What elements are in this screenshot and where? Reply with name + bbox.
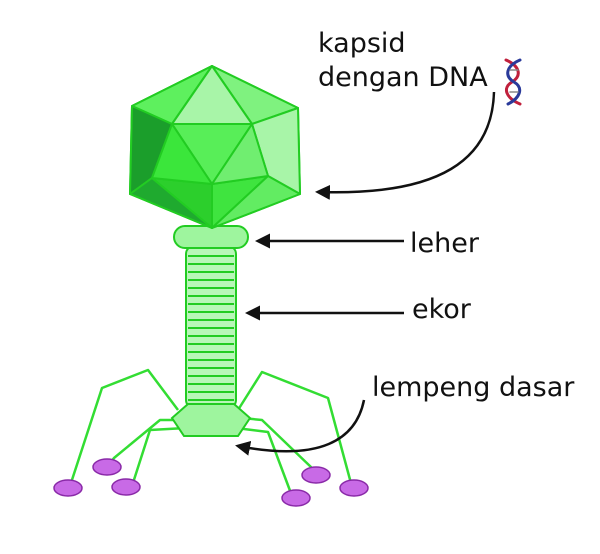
dna-helix-icon xyxy=(504,58,522,106)
tail-sheath xyxy=(185,245,237,409)
tail-fiber-3 xyxy=(130,426,187,487)
tail-fiber-5 xyxy=(241,416,313,469)
baseplate-label: lempeng dasar xyxy=(372,372,575,403)
fiber-foot-4 xyxy=(301,466,331,484)
fiber-foot-5 xyxy=(339,479,369,497)
tail-fiber-2 xyxy=(107,418,180,467)
fiber-foot-6 xyxy=(281,489,311,507)
fiber-foot-2 xyxy=(92,458,122,476)
tail-fiber-1 xyxy=(68,368,179,487)
baseplate-arrow xyxy=(235,399,366,456)
neck-label: leher xyxy=(410,228,479,259)
capsid-arrow xyxy=(315,91,496,200)
capsid-head xyxy=(129,65,301,229)
tail-fiber-6 xyxy=(235,426,294,497)
fiber-foot-3 xyxy=(111,478,141,496)
neck-collar xyxy=(173,225,249,249)
tail-fiber-4 xyxy=(236,370,354,488)
capsid-label: kapsid xyxy=(318,28,406,59)
fiber-feet xyxy=(53,458,369,507)
tail-label: ekor xyxy=(412,294,471,325)
capsid-dna-label: dengan DNA xyxy=(318,62,488,93)
fiber-foot-1 xyxy=(53,479,83,497)
base-plate xyxy=(170,403,252,437)
